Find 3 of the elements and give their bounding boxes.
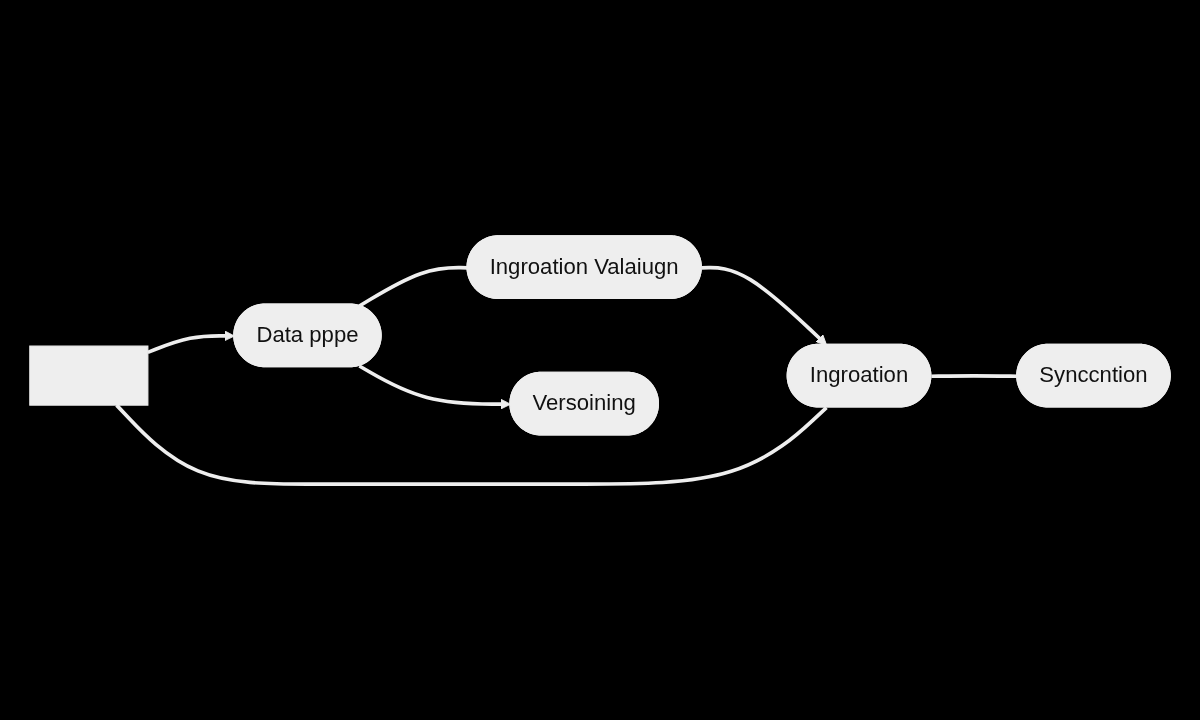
arrow (701, 265, 827, 346)
connector (358, 265, 468, 308)
node-box (29, 345, 149, 406)
